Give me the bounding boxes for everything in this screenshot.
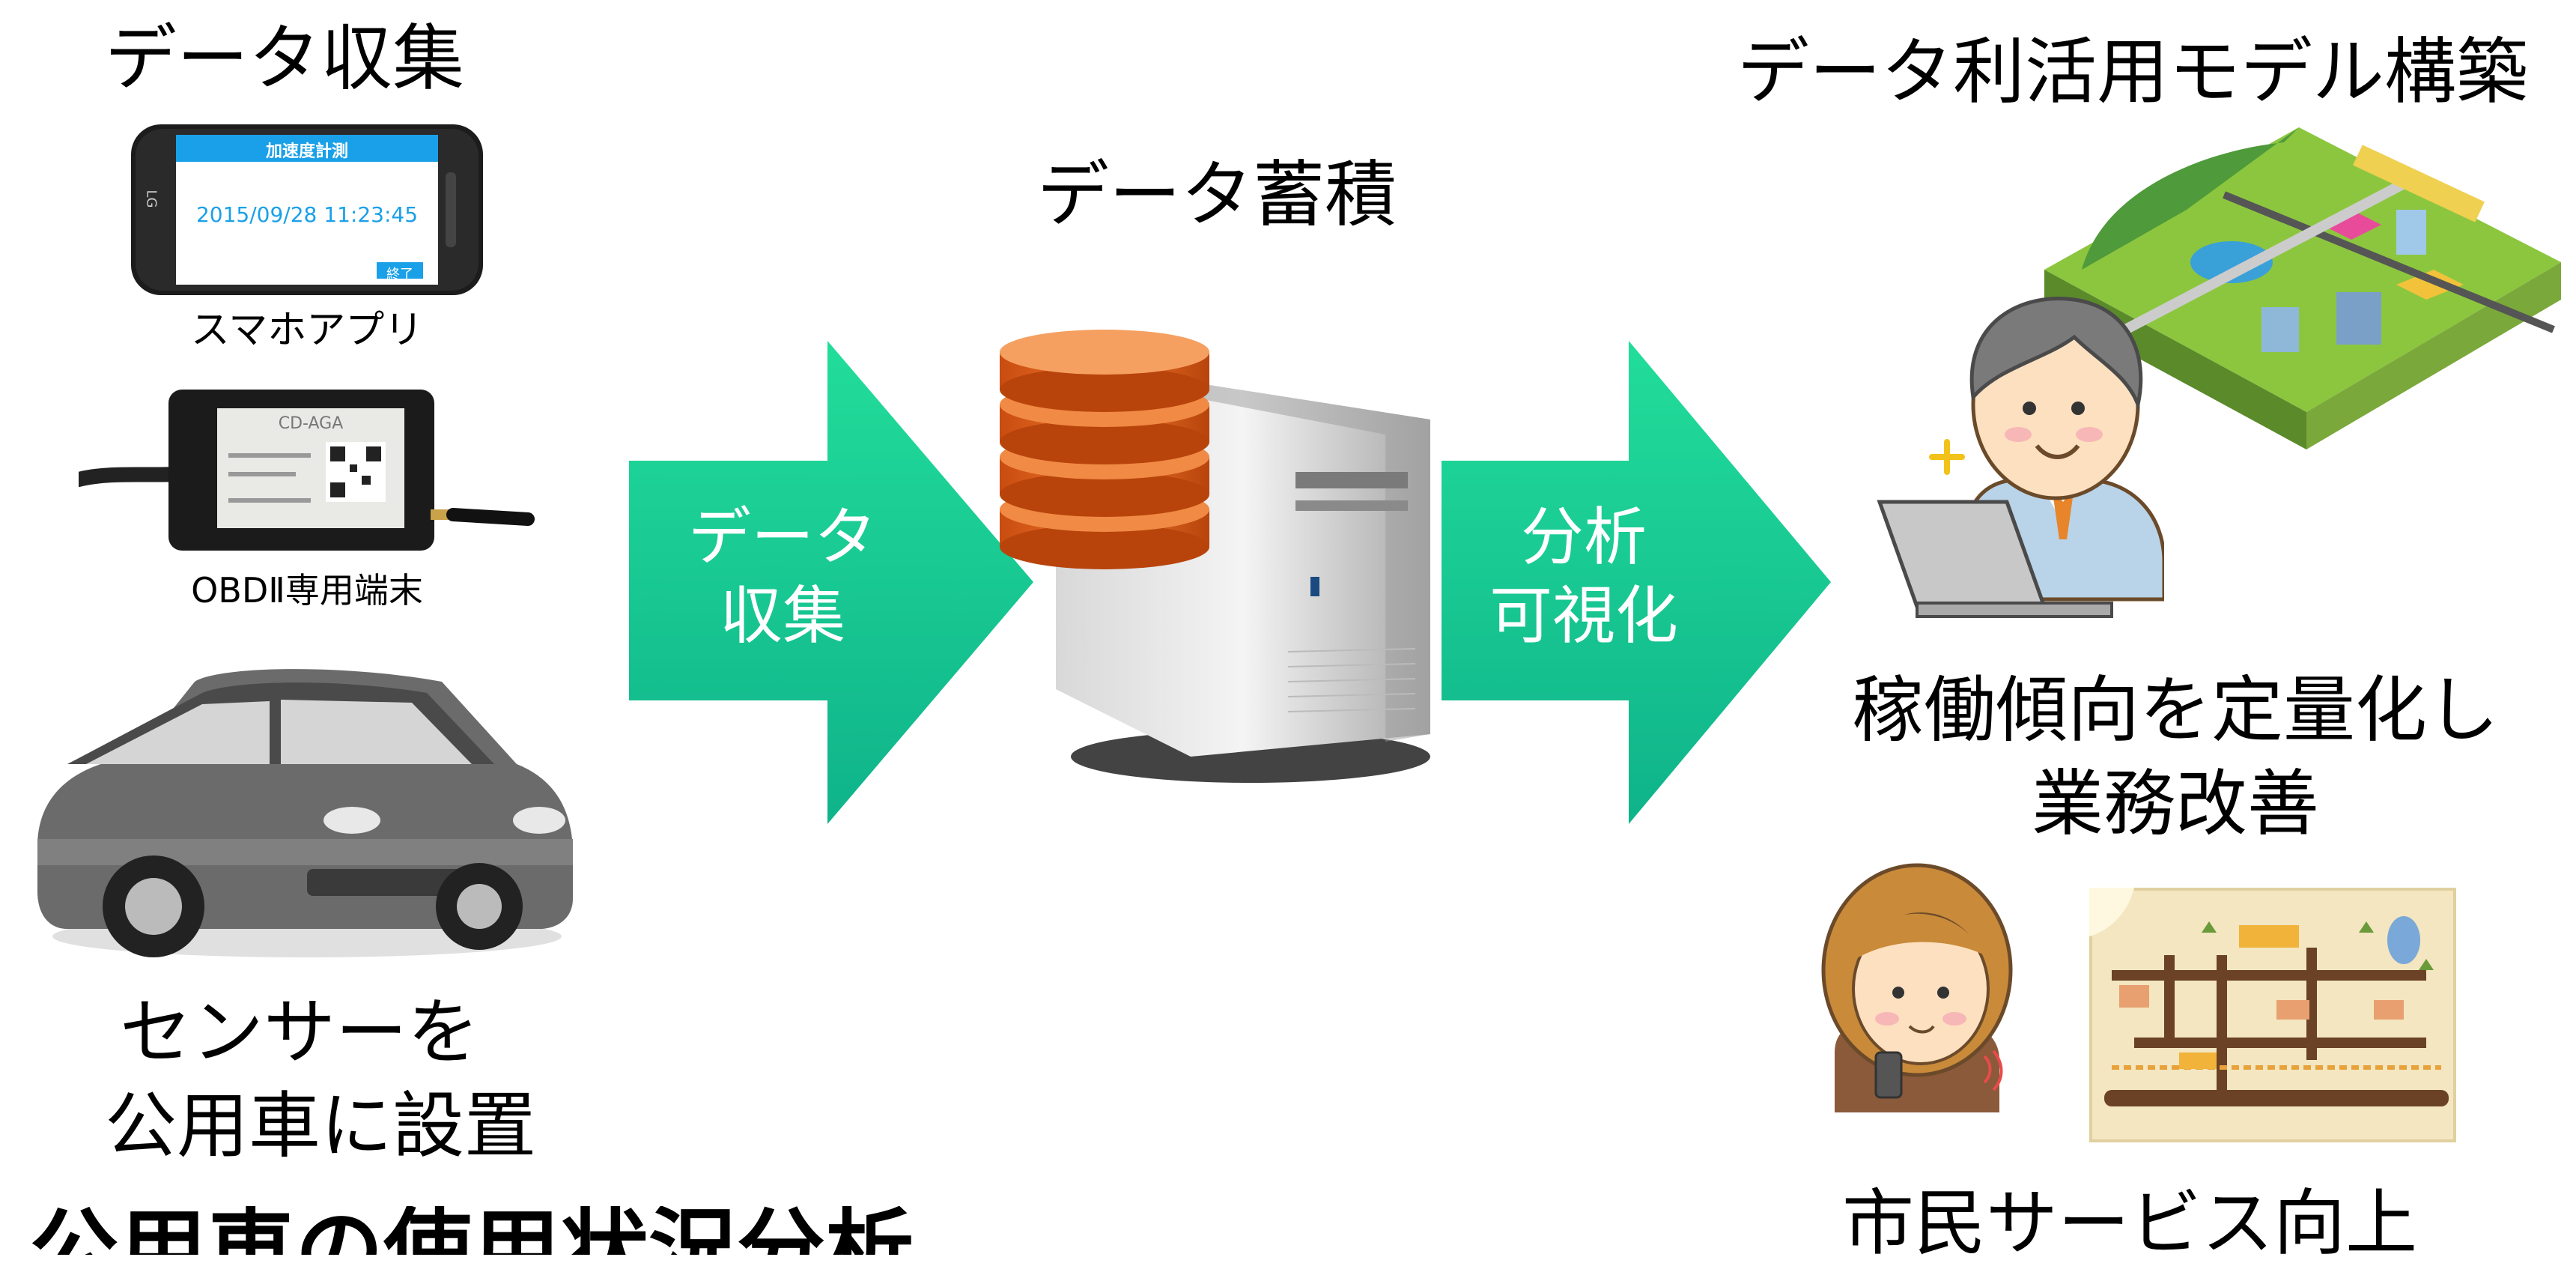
car-image [22,652,577,966]
storage-title: データ蓄積 [1037,153,1397,237]
analyze-arrow-line2: 可視化 [1489,579,1678,652]
model-title: データ利活用モデル構築 [1737,30,2528,114]
obd-device-image [79,378,535,558]
result1-line1: 稼働傾向を定量化し [1852,668,2499,752]
smartphone-image [131,120,483,300]
phone-brand-logo: LG [143,190,160,208]
bottom-heading-partial: 公用車の使用状況分析 [30,1206,1041,1255]
phone-datetime: 2015/09/28 11:23:45 [195,202,419,227]
car-caption-line1: センサーを [120,990,479,1074]
obd-caption: OBDⅡ専用端末 [191,570,423,611]
phone-end-button: 終了 [386,267,413,282]
collect-arrow-line1: データ [687,500,877,574]
database-server-image [966,300,1445,794]
collect-arrow [629,341,1033,824]
result2-caption: 市民サービス向上 [1842,1181,2417,1265]
result1-line2: 業務改善 [2032,762,2319,846]
service-map-image [2089,888,2456,1142]
office-worker-image [1850,277,2164,622]
bottom-heading-text: 公用車の使用状況分析 [30,1206,1041,1255]
analyze-arrow-line1: 分析 [1520,500,1647,574]
obd-device-label: CD-AGA [278,414,344,433]
phone-header-text: 加速度計測 [265,142,348,161]
car-caption-line2: 公用車に設置 [105,1084,536,1168]
analyze-arrow [1442,341,1831,824]
phone-caption: スマホアプリ [190,308,424,353]
collect-arrow-line2: 収集 [719,579,845,652]
citizen-with-phone-image [1805,858,2029,1112]
collection-title: データ収集 [105,16,464,100]
analyze-arrow-label: 分析 可視化 [1460,498,1707,655]
collect-arrow-label: データ 収集 [659,498,906,655]
